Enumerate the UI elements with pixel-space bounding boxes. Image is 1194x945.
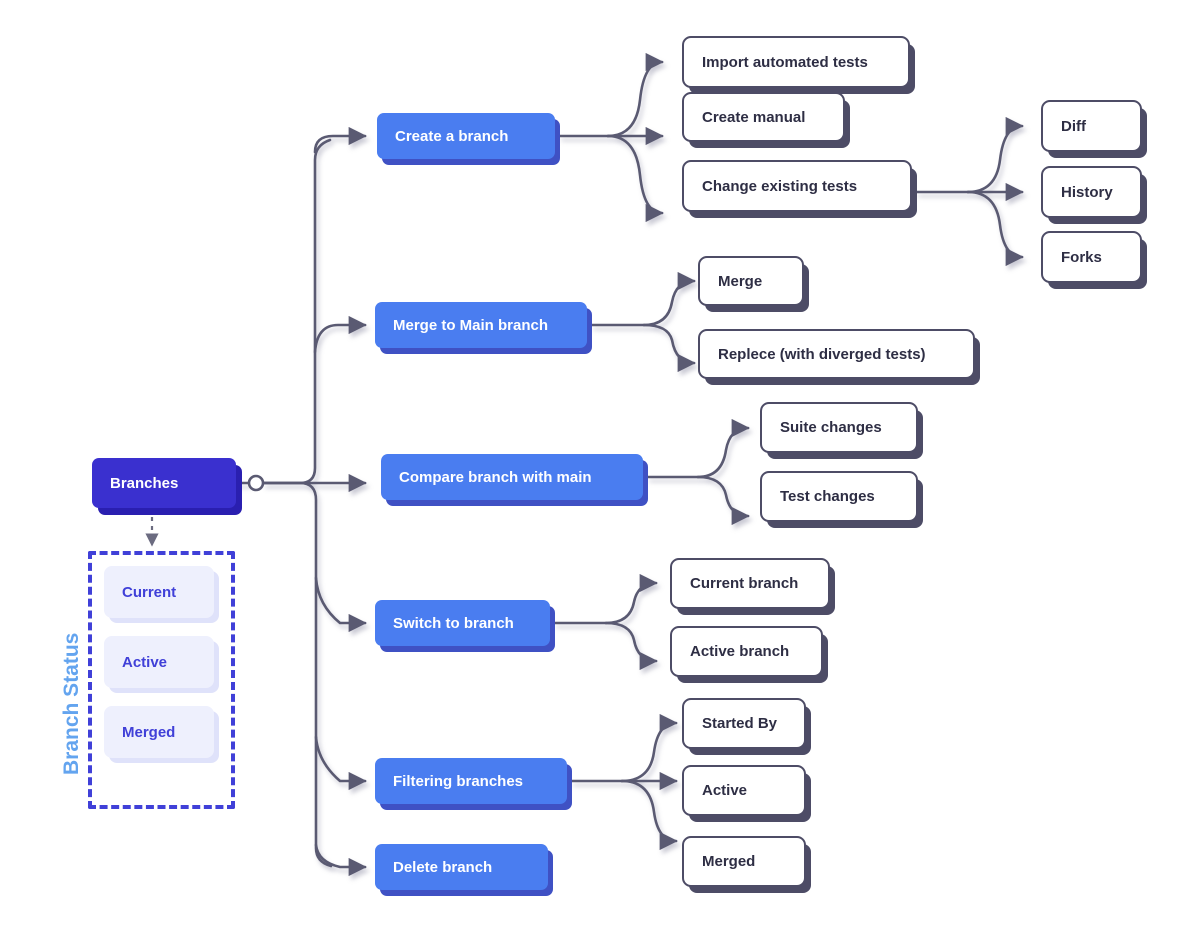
hub-circle <box>247 474 265 492</box>
node-diff[interactable]: Diff <box>1041 100 1142 152</box>
status-chip-current[interactable]: Current <box>104 566 214 618</box>
wire-to-delete-branch <box>314 843 367 877</box>
node-merge[interactable]: Merge <box>698 256 804 306</box>
node-history[interactable]: History <box>1041 166 1142 218</box>
wire-filter-to-startedby <box>620 713 678 783</box>
status-chip-label: Merged <box>122 723 176 741</box>
status-chip-active[interactable]: Active <box>104 636 214 688</box>
node-label: Import automated tests <box>702 53 868 71</box>
wire-compare-to-suite <box>696 418 750 479</box>
node-current-branch[interactable]: Current branch <box>670 558 830 609</box>
node-label: Create a branch <box>395 127 509 145</box>
node-label: Diff <box>1061 117 1086 135</box>
node-forks[interactable]: Forks <box>1041 231 1142 283</box>
wire-change-to-diff <box>966 116 1024 194</box>
wire-to-create-a-branch <box>313 126 367 154</box>
wire-trunk-down <box>262 481 333 868</box>
node-label: Change existing tests <box>702 177 858 195</box>
status-chip-label: Active <box>122 653 168 671</box>
node-create-manual[interactable]: Create manual <box>682 92 845 142</box>
node-label: Merge <box>718 272 763 290</box>
wire-create-to-import <box>606 52 664 138</box>
node-filtering-branches[interactable]: Filtering branches <box>375 758 567 804</box>
wire-to-merge-to-main <box>313 315 367 354</box>
wire-to-filtering-branches <box>314 735 367 791</box>
node-label: Active <box>702 782 748 799</box>
node-label: Replece (with diverged tests) <box>718 345 926 363</box>
node-merged[interactable]: Merged <box>682 836 806 887</box>
wire-merge-to-merge <box>642 271 696 327</box>
node-label: Delete branch <box>393 858 493 876</box>
node-test-changes[interactable]: Test changes <box>760 471 918 522</box>
node-label: History <box>1061 183 1113 201</box>
node-compare-branch-with-main[interactable]: Compare branch with main <box>381 454 643 500</box>
node-label: Current branch <box>690 575 799 592</box>
node-switch-to-branch[interactable]: Switch to branch <box>375 600 550 646</box>
node-merge-to-main-branch[interactable]: Merge to Main branch <box>375 302 587 348</box>
node-label: Merged <box>702 853 756 870</box>
node-label: Create manual <box>702 108 806 126</box>
wire-compare-to-test <box>696 475 750 526</box>
node-started-by[interactable]: Started By <box>682 698 806 749</box>
wire-switch-to-active <box>604 621 658 671</box>
branch-status-group <box>88 551 235 809</box>
branch-status-caption: Branch Status <box>60 632 83 775</box>
node-label: Switch to branch <box>393 614 514 632</box>
node-label: Compare branch with main <box>399 468 592 486</box>
node-change-existing-tests[interactable]: Change existing tests <box>682 160 912 212</box>
wire-filter-to-merged <box>620 779 678 851</box>
status-chip-label: Current <box>122 583 177 601</box>
node-suite-changes[interactable]: Suite changes <box>760 402 918 453</box>
wire-merge-to-replece <box>642 323 696 373</box>
wire-to-switch-to-branch <box>314 576 367 633</box>
node-label: Suite changes <box>780 419 882 436</box>
node-active-branch[interactable]: Active branch <box>670 626 823 677</box>
wire-trunk-up <box>262 138 332 485</box>
node-label: Filtering branches <box>393 772 524 790</box>
node-create-a-branch[interactable]: Create a branch <box>377 113 555 159</box>
wire-switch-to-current <box>604 573 658 625</box>
node-label: Merge to Main branch <box>393 316 549 334</box>
node-label: Active branch <box>690 643 790 660</box>
node-root-branches[interactable]: Branches <box>92 458 236 508</box>
node-active[interactable]: Active <box>682 765 806 816</box>
node-delete-branch[interactable]: Delete branch <box>375 844 548 890</box>
node-label: Test changes <box>780 488 875 505</box>
wire-change-to-forks <box>966 190 1024 267</box>
wire-create-to-change <box>606 134 664 223</box>
node-replece-with-diverged-tests[interactable]: Replece (with diverged tests) <box>698 329 975 379</box>
node-label: Started By <box>702 715 778 732</box>
node-import-automated-tests[interactable]: Import automated tests <box>682 36 910 88</box>
status-chip-merged[interactable]: Merged <box>104 706 214 758</box>
node-label: Branches <box>110 474 179 492</box>
node-label: Forks <box>1061 248 1102 266</box>
